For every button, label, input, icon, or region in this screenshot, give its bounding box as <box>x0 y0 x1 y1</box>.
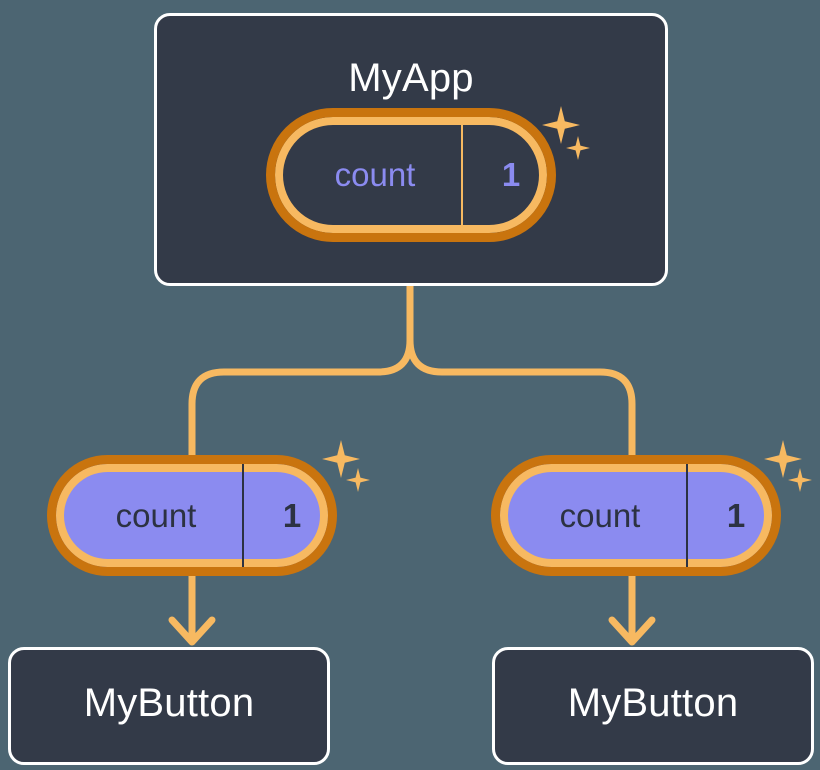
component-title-myapp: MyApp <box>348 56 474 100</box>
component-card-mybutton-right[interactable]: MyButton <box>492 647 814 765</box>
arrow-left-head-icon <box>168 616 216 646</box>
state-pill-right[interactable]: count 1 <box>491 455 781 576</box>
state-pill-divider <box>242 464 244 567</box>
state-key-left: count <box>115 496 197 534</box>
component-title-mybutton-right: MyButton <box>567 681 739 725</box>
state-value-left: 1 <box>282 496 302 534</box>
state-pill-left[interactable]: count 1 <box>47 455 337 576</box>
sparkle-small-left-icon <box>346 468 370 492</box>
state-key-right: count <box>559 496 641 534</box>
state-pill-divider <box>461 123 463 227</box>
arrow-right-head-icon <box>608 616 656 646</box>
component-title-mybutton-left: MyButton <box>83 681 255 725</box>
state-value-right: 1 <box>726 496 746 534</box>
sparkle-small-right-icon <box>788 468 812 492</box>
state-pill-divider <box>686 464 688 567</box>
state-pill-root[interactable]: count 1 <box>266 108 556 242</box>
component-card-mybutton-left[interactable]: MyButton <box>8 647 330 765</box>
state-key-root: count <box>334 156 416 193</box>
state-value-root: 1 <box>501 156 521 193</box>
tree-connector-path <box>188 282 636 459</box>
